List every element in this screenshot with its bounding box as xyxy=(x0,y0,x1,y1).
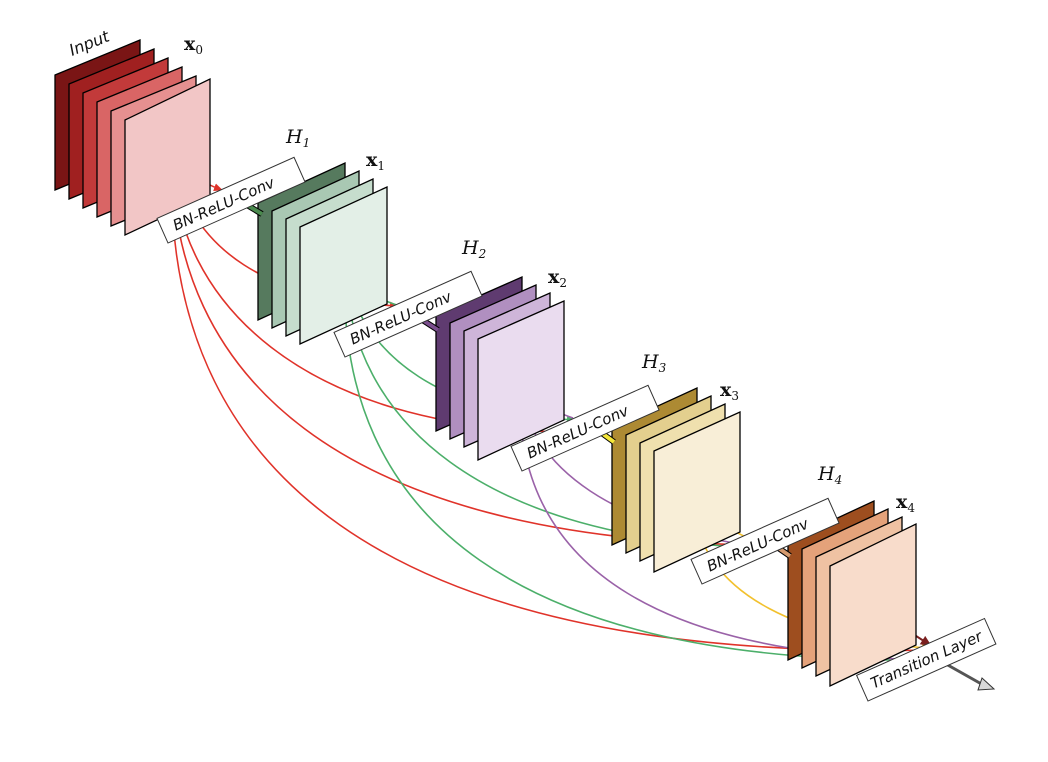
transition-layer-frame xyxy=(855,617,997,702)
x0-label: x0 xyxy=(184,33,203,57)
op-box-h2-frame xyxy=(333,270,483,358)
x4-label: x4 xyxy=(896,491,915,515)
block-1-feature-stack xyxy=(257,161,388,346)
h1-label: H1 xyxy=(285,126,310,150)
op-box-h4-frame xyxy=(690,497,840,585)
block-3-layer-4 xyxy=(653,410,741,574)
block-4-feature-stack xyxy=(787,499,917,688)
block-4-layer-4 xyxy=(829,522,917,688)
h3-label: H3 xyxy=(641,351,667,375)
input-feature-stack xyxy=(54,39,211,237)
block-1-layer-4 xyxy=(299,185,388,346)
edge-x1-to-transition xyxy=(343,267,931,661)
block-2-layer-4 xyxy=(477,300,565,462)
block-2-feature-stack xyxy=(435,276,565,462)
h2-label: H2 xyxy=(461,237,486,261)
op-box-h3-frame xyxy=(510,384,660,472)
op-box-h1-frame xyxy=(156,156,306,244)
x2-label: x2 xyxy=(548,266,567,290)
edge-x0-to-transition xyxy=(170,155,931,652)
h4-label: H4 xyxy=(817,463,842,487)
edge-x0-to-h4 xyxy=(171,155,761,546)
transition-output-arrowhead xyxy=(977,677,996,691)
block-3-feature-stack xyxy=(611,386,741,574)
x3-label: x3 xyxy=(720,379,739,403)
x1-label: x1 xyxy=(366,149,385,173)
